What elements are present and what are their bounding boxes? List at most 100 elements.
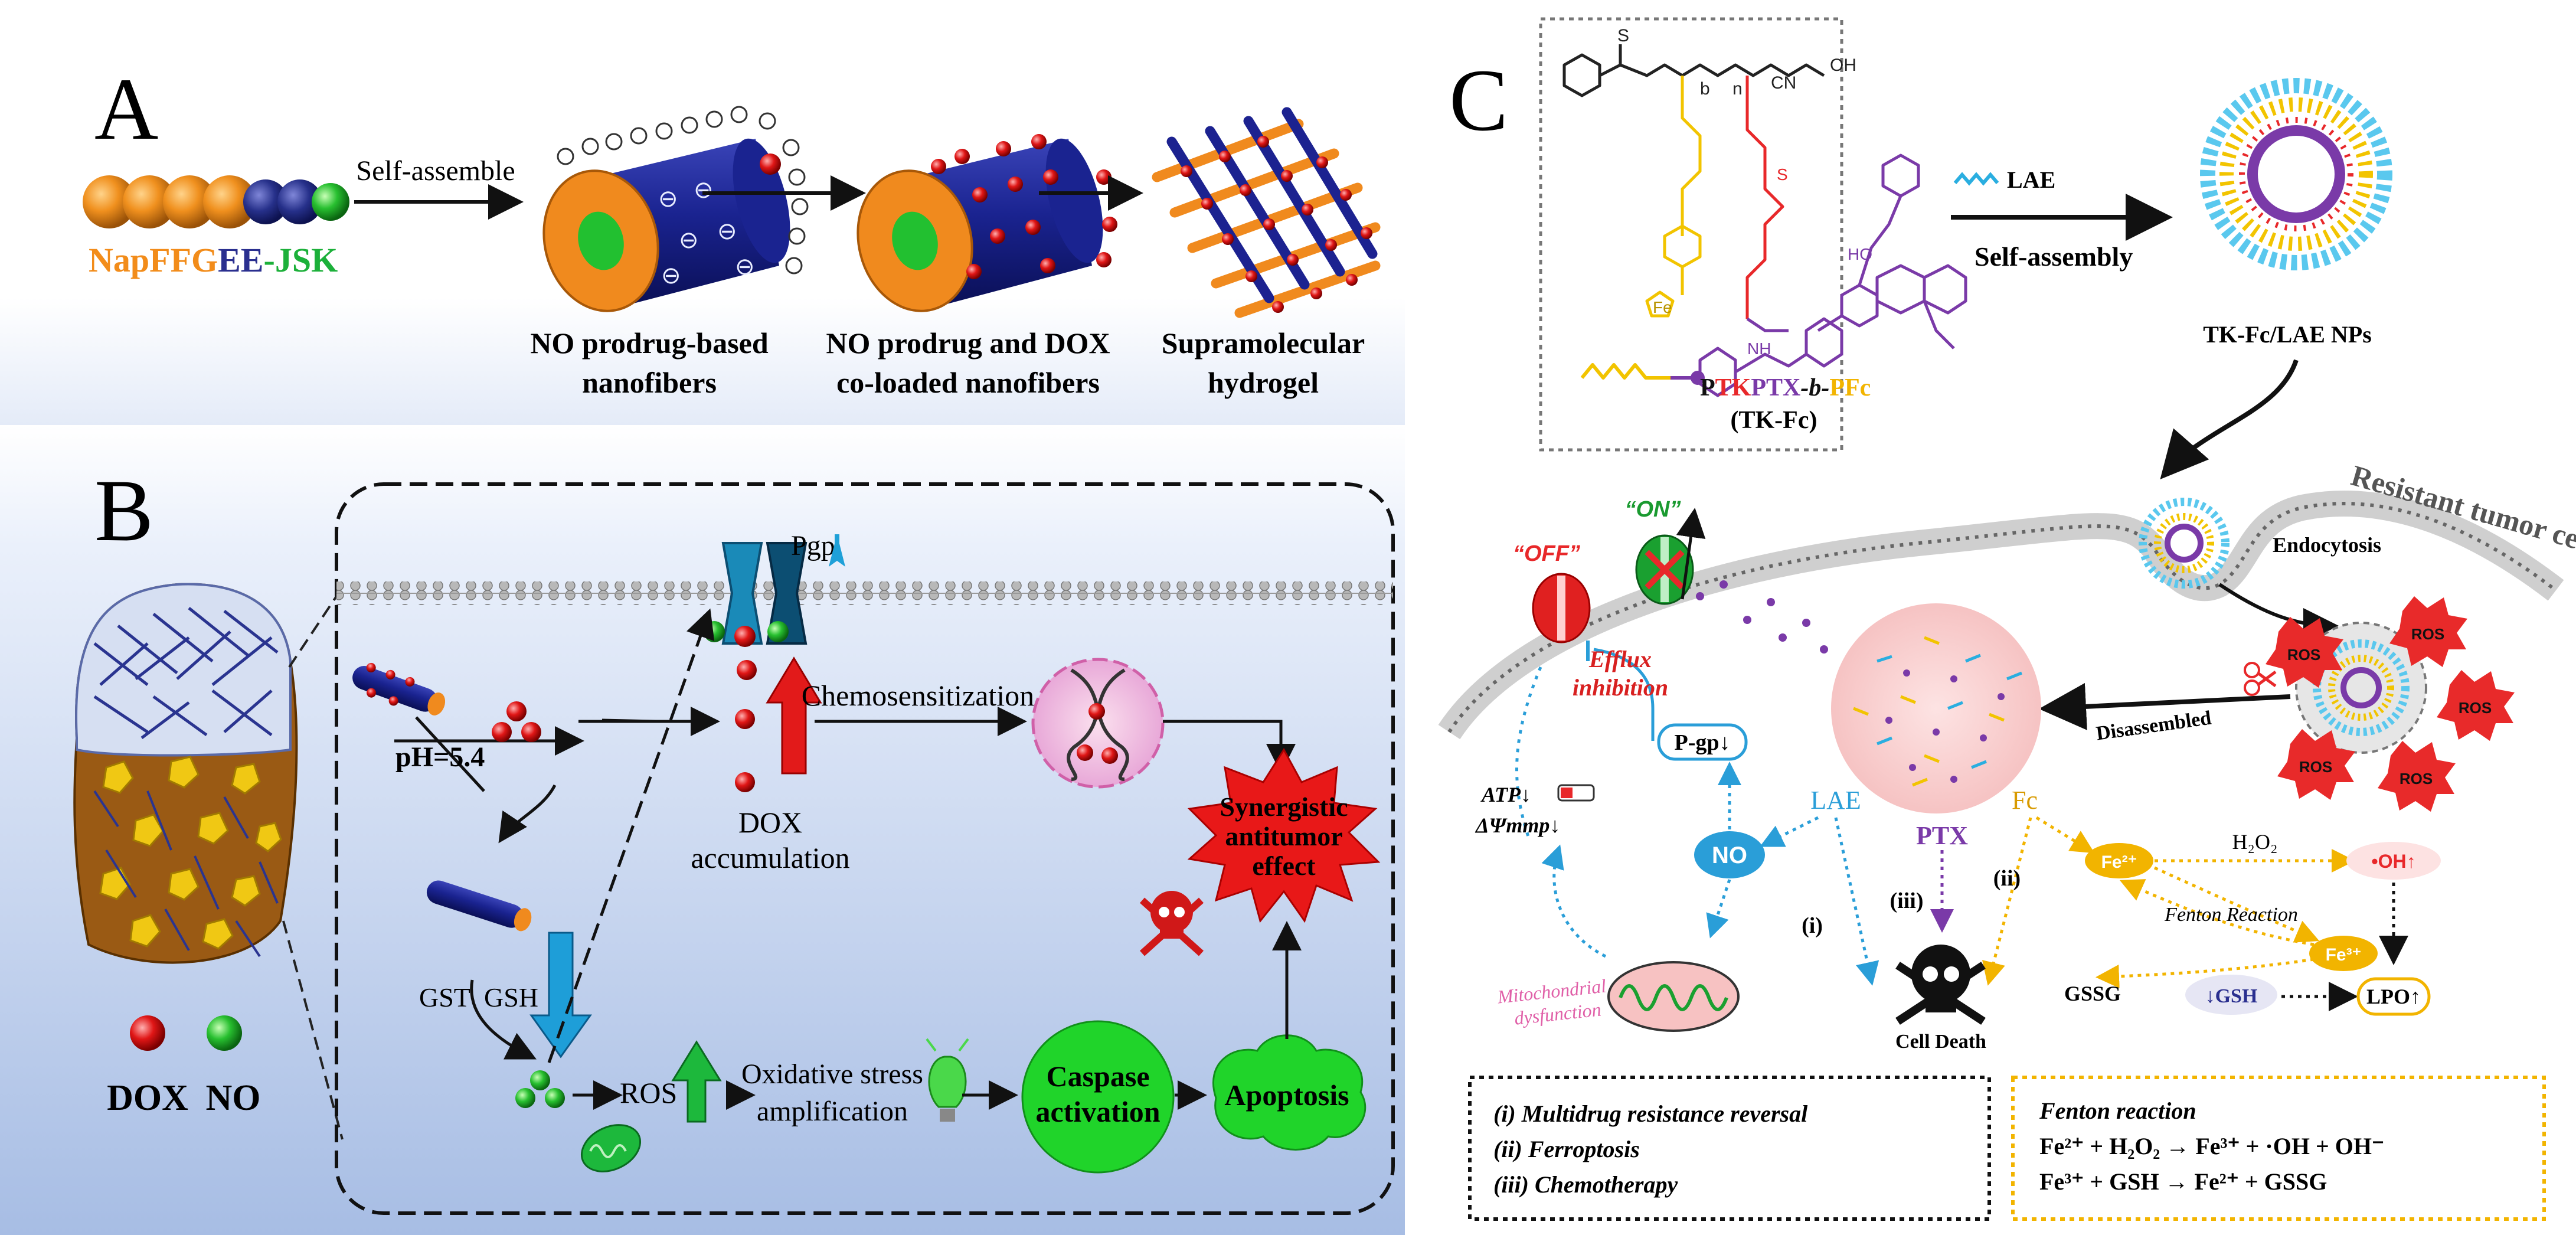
ros-burst-label: ROS xyxy=(2411,625,2444,643)
accumulation-up-arrow xyxy=(766,656,822,775)
endocytosis-arrow xyxy=(2218,583,2339,643)
np-label: TK-Fc/LAE NPs xyxy=(2203,321,2372,348)
oh-label: •OH↑ xyxy=(2371,851,2415,872)
roman-ii: (ii) xyxy=(1993,866,2021,891)
cell-boundary xyxy=(335,482,1395,1215)
bead xyxy=(163,175,216,228)
endocytosed-np xyxy=(2139,498,2230,589)
tumor-membrane-heads xyxy=(1447,502,2557,733)
synergy-line2: antitumor xyxy=(1225,821,1342,851)
charge-mark: ⊖ xyxy=(679,227,699,253)
chem-nh: NH xyxy=(1747,339,1771,358)
hydrogel-block xyxy=(73,583,298,964)
mechanism-item: (iii) Chemotherapy xyxy=(1493,1171,1678,1198)
oh-badge xyxy=(2346,842,2441,880)
fc-branch-label: Fc xyxy=(2012,786,2038,815)
polymer-abbr: (TK-Fc) xyxy=(1731,407,1817,434)
chem-s: S xyxy=(1617,26,1629,45)
nanofiber-no xyxy=(426,880,532,932)
ros-burst-label: ROS xyxy=(2459,699,2492,717)
legend-dox-dot xyxy=(130,1015,165,1051)
fenton-eq-1: Fe²⁺ + H₂O₂ → Fe³⁺ + ·OH + OH⁻ xyxy=(2039,1133,2384,1159)
dox-molecule xyxy=(760,153,781,175)
np-to-cell-arrow xyxy=(2160,359,2299,480)
bead xyxy=(243,179,288,224)
gst-label: GST xyxy=(419,982,470,1012)
peptide-part-jsk: -JSK xyxy=(264,241,338,279)
endocytosed-np-core xyxy=(2165,524,2204,563)
h2o2-label: H₂O₂ xyxy=(2232,830,2277,854)
gsh-down-arrow xyxy=(529,932,592,1058)
efflux-arrow xyxy=(1676,508,1706,600)
caption-coloaded-line1: NO prodrug and DOX xyxy=(826,326,1110,360)
scissors-icon xyxy=(2244,662,2277,696)
fe2-label: Fe²⁺ xyxy=(2101,852,2137,872)
pgp-inhibit-line xyxy=(1593,648,1655,741)
ros-burst-label: ROS xyxy=(2400,770,2433,788)
lae-branch-label: LAE xyxy=(1810,786,1861,815)
dox-accum xyxy=(735,660,757,792)
off-label: “OFF” xyxy=(1513,541,1580,566)
lae-to-no-arrow xyxy=(1760,816,1819,847)
apoptosis-label: Apoptosis xyxy=(1224,1079,1349,1112)
bead xyxy=(123,175,176,228)
skull-icon xyxy=(1139,891,1204,956)
roman-i: (i) xyxy=(1802,913,1823,938)
fenton-eq-2: Fe³⁺ + GSH → Fe²⁺ + GSSG xyxy=(2039,1168,2327,1195)
bead xyxy=(312,183,349,221)
dox-accum-line1: DOX xyxy=(738,806,802,839)
fe3-label: Fe³⁺ xyxy=(2326,945,2362,965)
polymer-p: P xyxy=(1700,374,1715,401)
nucleus xyxy=(1031,658,1165,789)
fiber-core-green xyxy=(578,211,624,270)
nucleus-to-synergy xyxy=(1163,720,1296,773)
ros-np-outer xyxy=(2313,639,2410,736)
endocytosed-np-shell xyxy=(2154,513,2214,573)
np-core xyxy=(2264,142,2329,207)
synergy-burst xyxy=(1187,748,1381,923)
charge-mark: ⊖ xyxy=(694,177,714,203)
self-assembly-label: Self-assembly xyxy=(1975,241,2133,272)
gel-top-layer xyxy=(75,583,292,757)
polymer-end-dot xyxy=(1691,371,1705,385)
legend-dox-label: DOX xyxy=(107,1078,188,1118)
chem-b: b xyxy=(1700,79,1710,99)
panel-a-letter: A xyxy=(94,60,158,158)
lae-wave-icon xyxy=(1953,172,1999,186)
ros-bursts xyxy=(2266,596,2515,812)
charge-mark: ⊖ xyxy=(658,186,678,212)
zoom-line-top xyxy=(288,595,338,668)
gsh-label-c: ↓GSH xyxy=(2205,985,2258,1007)
chem-oh: OH xyxy=(1830,55,1856,75)
dox-arrow-base xyxy=(601,718,656,723)
ros-up-arrow xyxy=(671,1040,722,1123)
dna-strand xyxy=(1067,668,1126,781)
gsh-badge xyxy=(2185,975,2277,1015)
endocytosis-label: Endocytosis xyxy=(2273,533,2381,557)
pgp-label: Pgp xyxy=(791,530,835,561)
peptide-part-napffg: NapFFG xyxy=(89,241,218,279)
caspase-line2: activation xyxy=(1035,1095,1160,1128)
gssg-label: GSSG xyxy=(2064,982,2121,1005)
caspase-circle xyxy=(1021,1020,1175,1174)
fc-to-fe-arrow xyxy=(2035,816,2095,854)
mechanism-box xyxy=(1468,1076,1991,1221)
caption-hydrogel-line2: hydrogel xyxy=(1208,366,1319,399)
ptx-branch-label: PTX xyxy=(1916,821,1968,850)
bead xyxy=(83,175,136,228)
dox-molecule xyxy=(734,626,756,647)
fe3-to-gssg-arrow xyxy=(2096,958,2315,988)
dna-strand xyxy=(1070,668,1129,781)
released-no xyxy=(515,1070,565,1108)
apoptosis-cloud xyxy=(1212,1034,1367,1151)
pgp-cross xyxy=(1645,550,1685,590)
caspase-line1: Caspase xyxy=(1046,1060,1149,1093)
synergy-line3: effect xyxy=(1252,851,1316,881)
polymer-tk: TK xyxy=(1715,374,1751,401)
bead xyxy=(277,179,322,224)
caption-nanofibers-line1: NO prodrug-based xyxy=(530,326,769,360)
disassembled-arrow xyxy=(2039,682,2291,730)
fiber-to-ph xyxy=(415,716,485,792)
